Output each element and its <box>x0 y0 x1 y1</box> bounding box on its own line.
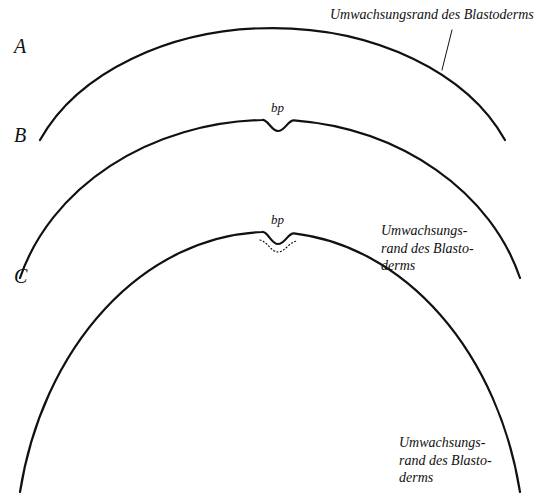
blastoderm-arc-a <box>40 28 505 140</box>
blastoderm-arc-b <box>20 120 520 278</box>
leader-line <box>442 30 452 70</box>
part-label: Umwachsungsrand des Blastoderms <box>330 6 534 24</box>
part-label: Umwachsungs- rand des Blasto- derms <box>381 222 478 275</box>
figure-letter: B <box>14 123 26 148</box>
callout-label: bp <box>271 100 284 116</box>
figure-letter: A <box>14 34 26 59</box>
figure-letter: C <box>14 264 27 289</box>
part-label: Umwachsungs- rand des Blasto- derms <box>399 434 496 487</box>
dotted-layer <box>260 240 297 252</box>
callout-label: bp <box>271 212 284 228</box>
blastoderm-arc-c <box>20 232 520 492</box>
